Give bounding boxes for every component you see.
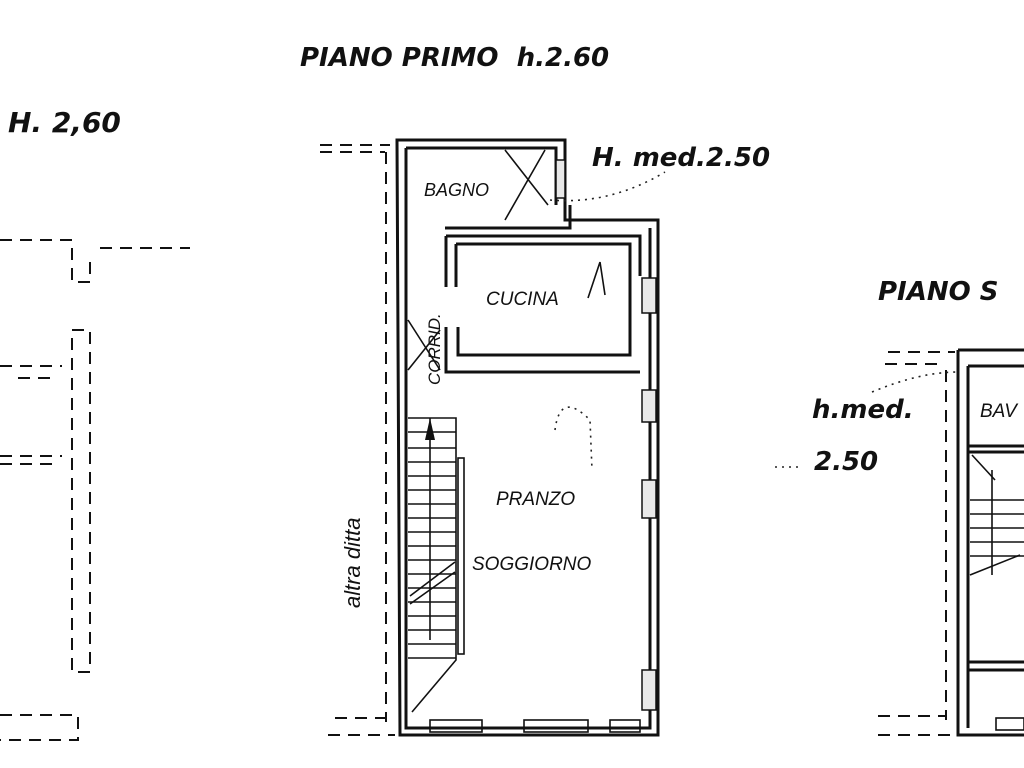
window [641,479,657,519]
room-label-corridoio: CORRID. [425,313,444,385]
room-label-cucina: CUCINA [486,289,559,310]
window [641,277,657,314]
door-swing-icon [407,319,441,371]
center-plan-title: PIANO PRIMO h.2.60 [300,43,609,73]
door-swing-icon [504,149,549,221]
leader-line [549,171,666,202]
center-plan-mean-height-label: H. med.2.50 [592,143,770,173]
door-swing-icon [587,261,606,299]
room-label-soggiorno: SOGGIORNO [472,554,592,575]
window [641,669,657,711]
window [641,389,657,423]
right-plan: BAV [775,348,1024,737]
right-room-label-bagno: BAV [980,401,1019,422]
left-plan-outline [0,239,190,741]
room-label-pranzo: PRANZO [496,489,575,510]
right-plan-mean-height-label: h.med. [812,395,914,425]
right-plan-title: PIANO S [878,277,999,307]
window [555,159,566,199]
right-plan-mean-height-value: 2.50 [814,447,878,477]
left-plan-height-label: H. 2,60 [8,106,121,139]
center-plan: BAGNO CUCINA CORRID. PRANZO SOGGIORNO al… [320,138,666,737]
room-label-bagno: BAGNO [424,180,489,200]
stair-arrow-icon [425,418,435,440]
staircase [408,417,465,713]
neighbor-label: altra ditta [340,518,365,609]
